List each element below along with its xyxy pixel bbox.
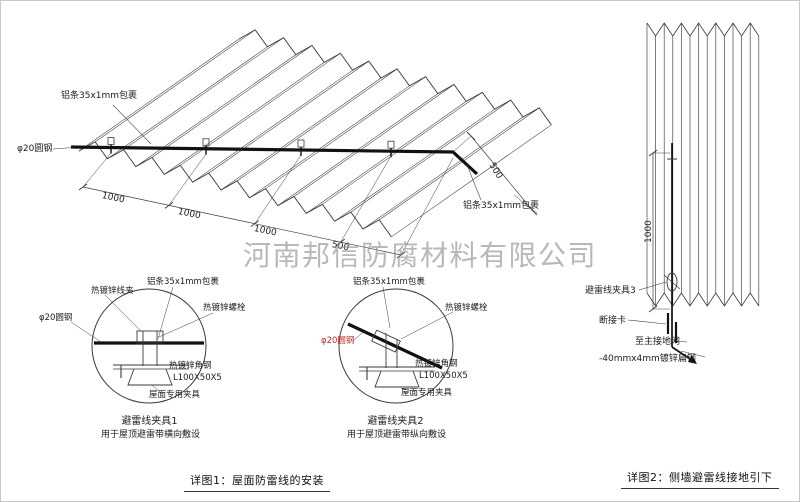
figure2-caption: 详图2：侧墙避雷线接地引下 <box>621 471 779 489</box>
detail1-subtitle: 用于屋顶避雷带横向敷设 <box>100 430 200 440</box>
wall-dim-1000: 1000 <box>644 220 654 243</box>
roof-strip-label: 铝条35x1mm包裹 <box>61 91 138 101</box>
wall-to-ground-label: 至主接地网 <box>635 337 681 347</box>
detail1-roof-clamp-label: 屋面专用夹具 <box>149 390 201 400</box>
detail2-round-steel-label: φ20圆钢 <box>321 336 355 346</box>
detail1-angle-steel-label: 热镀锌角钢 <box>169 361 212 371</box>
detail1-title: 避雷线夹具1 <box>121 416 178 427</box>
wall-clamp3-label: 避雷线夹具3 <box>585 286 636 296</box>
company-watermark: 河南邦信防腐材料有限公司 <box>243 239 598 272</box>
wall-flat-steel-label: -40mmx4mm镀锌扁钢 <box>599 354 696 364</box>
detail1-angle-size-label: L100X50X5 <box>173 373 222 383</box>
detail2-bolt-label: 热镀锌螺栓 <box>445 303 488 313</box>
detail2-title: 避雷线夹具2 <box>367 416 424 427</box>
detail1-wire-clamp-label: 热镀锌线夹 <box>91 286 134 296</box>
detail1-round-steel-label: φ20圆钢 <box>39 313 73 323</box>
roof-strip-label-right: 铝条35x1mm包裹 <box>463 201 540 211</box>
wall-disconnect-label: 断接卡 <box>599 316 627 326</box>
detail1-strip-label: 铝条35x1mm包裹 <box>147 277 219 287</box>
detail2-angle-steel-label: 热镀锌角钢 <box>415 359 458 369</box>
detail1-bolt-label: 热镀锌螺栓 <box>203 303 246 313</box>
detail2-roof-clamp-label: 屋面专用夹具 <box>401 388 453 398</box>
detail2-strip-label: 铝条35x1mm包裹 <box>353 277 425 287</box>
detail2-angle-size-label: L100X50X5 <box>419 371 468 381</box>
figure1-caption: 详图1：屋面防雷线的安装 <box>184 474 330 492</box>
detail2-subtitle: 用于屋顶避雷带纵向敷设 <box>346 430 446 440</box>
roof-round-steel-label: φ20圆钢 <box>17 144 53 154</box>
